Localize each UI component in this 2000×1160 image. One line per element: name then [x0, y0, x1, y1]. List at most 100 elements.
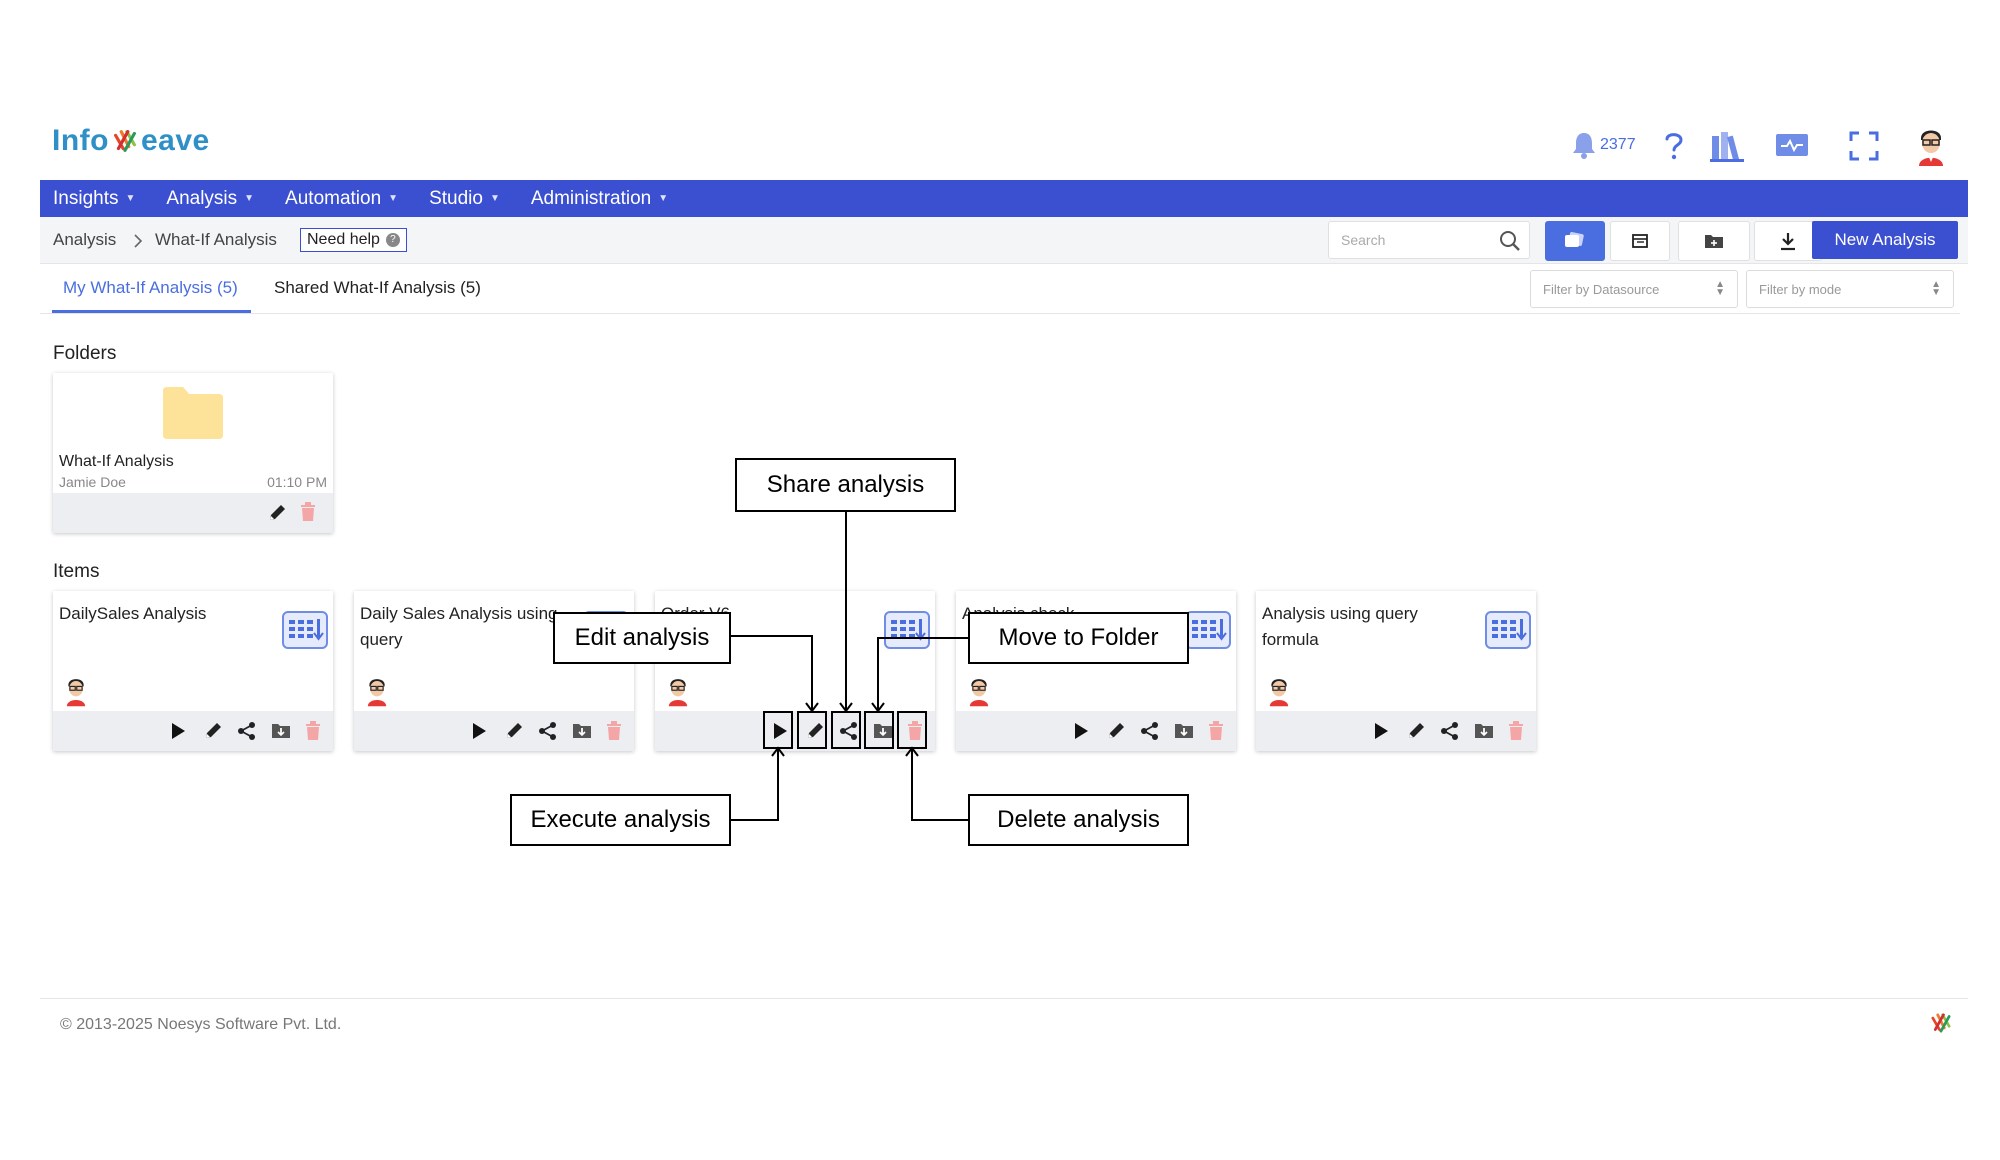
library-icon[interactable]: [1710, 130, 1744, 162]
folder-card-footer: [53, 493, 333, 533]
share-icon[interactable]: [1140, 721, 1160, 746]
tab-my-what-if-analysis[interactable]: My What-If Analysis (5): [63, 278, 238, 297]
delete-trash-icon[interactable]: [1207, 721, 1225, 746]
notification-bell-icon[interactable]: [1570, 130, 1598, 160]
analysis-title: Analysis using query formula: [1262, 604, 1418, 649]
user-avatar[interactable]: [1914, 126, 1948, 166]
move-to-folder-icon[interactable]: [1174, 722, 1194, 745]
delete-trash-icon[interactable]: [1507, 721, 1525, 746]
analysis-card[interactable]: Analysis using query formula: [1256, 591, 1536, 751]
edit-pencil-icon[interactable]: [1406, 721, 1426, 746]
folder-time: 01:10 PM: [267, 474, 327, 490]
analysis-card-footer: [655, 711, 935, 751]
sort-arrows-icon: ▲▼: [1931, 279, 1941, 298]
menu-automation-label: Automation: [285, 187, 382, 209]
share-icon[interactable]: [538, 721, 558, 746]
execute-play-icon[interactable]: [771, 721, 789, 746]
filter-datasource-placeholder: Filter by Datasource: [1543, 281, 1660, 297]
logo-text-right: eave: [140, 124, 210, 157]
need-help-label: Need help: [307, 231, 380, 248]
annotation-delete-analysis: Delete analysis: [968, 794, 1189, 846]
folder-icon: [163, 387, 223, 439]
share-icon[interactable]: [1440, 721, 1460, 746]
filter-mode-placeholder: Filter by mode: [1759, 281, 1842, 297]
breadcrumb-root[interactable]: Analysis: [53, 230, 117, 249]
edit-pencil-icon[interactable]: [1106, 721, 1126, 746]
search-input[interactable]: [1329, 222, 1493, 258]
search-box: [1328, 221, 1530, 259]
notification-count[interactable]: 2377: [1600, 136, 1636, 153]
move-to-folder-icon[interactable]: [271, 722, 291, 745]
delete-trash-icon[interactable]: [906, 721, 924, 746]
menu-automation[interactable]: Automation ▼: [285, 188, 398, 210]
folders-heading: Folders: [53, 343, 117, 364]
analysis-card[interactable]: DailySales Analysis: [53, 591, 333, 751]
logo-text-left: Info: [52, 124, 109, 157]
analysis-type-grid-icon: [282, 611, 328, 654]
fullscreen-icon[interactable]: [1848, 130, 1880, 162]
help-circle-icon: ?: [385, 233, 400, 247]
edit-pencil-icon[interactable]: [203, 721, 223, 746]
monitor-icon[interactable]: [1774, 130, 1810, 162]
highlight-execute: [763, 711, 793, 749]
list-view-button[interactable]: [1610, 221, 1670, 261]
menu-administration-label: Administration: [530, 187, 652, 209]
highlight-edit: [797, 711, 827, 749]
chevron-down-icon: ▼: [489, 193, 500, 204]
highlight-share: [831, 711, 861, 749]
folder-name: What-If Analysis: [59, 453, 174, 470]
edit-pencil-icon[interactable]: [267, 503, 287, 523]
app-logo[interactable]: Info eave: [52, 124, 210, 158]
footer-divider: [40, 998, 1968, 999]
move-to-folder-icon[interactable]: [1474, 722, 1494, 745]
edit-pencil-icon[interactable]: [504, 721, 524, 746]
folder-card[interactable]: What-If Analysis Jamie Doe 01:10 PM: [53, 373, 333, 533]
breadcrumb-current: What-If Analysis: [155, 230, 277, 249]
owner-avatar: [364, 675, 390, 712]
card-view-button[interactable]: [1545, 221, 1605, 261]
need-help-button[interactable]: Need help ?: [300, 228, 407, 252]
new-folder-button[interactable]: [1678, 221, 1750, 261]
filter-by-datasource-select[interactable]: Filter by Datasource ▲▼: [1530, 270, 1738, 308]
main-menu-bar: Insights▼ Analysis▼ Automation▼ Studio▼ …: [40, 180, 1968, 217]
menu-analysis[interactable]: Analysis▼: [166, 188, 254, 210]
new-analysis-button[interactable]: New Analysis: [1812, 221, 1958, 259]
edit-pencil-icon[interactable]: [805, 721, 825, 746]
analysis-type-grid-icon: [1485, 611, 1531, 654]
delete-trash-icon[interactable]: [304, 721, 322, 746]
filter-by-mode-select[interactable]: Filter by mode ▲▼: [1746, 270, 1954, 308]
move-to-folder-icon[interactable]: [572, 722, 592, 745]
analysis-title: DailySales Analysis: [59, 604, 207, 623]
owner-avatar: [966, 675, 992, 712]
menu-insights[interactable]: Insights▼: [53, 188, 135, 210]
delete-trash-icon[interactable]: [299, 502, 317, 522]
analysis-card-footer: [53, 711, 333, 751]
tab-shared-what-if-analysis[interactable]: Shared What-If Analysis (5): [274, 278, 481, 297]
menu-studio[interactable]: Studio▼: [429, 188, 500, 210]
search-icon[interactable]: [1499, 230, 1521, 252]
menu-administration[interactable]: Administration▼: [531, 188, 668, 210]
execute-play-icon[interactable]: [1072, 721, 1090, 746]
folder-owner: Jamie Doe: [59, 474, 126, 490]
help-icon[interactable]: [1662, 130, 1686, 162]
execute-play-icon[interactable]: [470, 721, 488, 746]
cards-icon: [1565, 232, 1584, 247]
move-to-folder-icon[interactable]: [873, 722, 893, 745]
sort-arrows-icon: ▲▼: [1715, 279, 1725, 298]
share-icon[interactable]: [237, 721, 257, 746]
chevron-down-icon: ▼: [244, 193, 255, 204]
execute-play-icon[interactable]: [1372, 721, 1390, 746]
download-button[interactable]: [1754, 221, 1822, 261]
tab-divider: [40, 313, 1960, 314]
analysis-card[interactable]: Order V6: [655, 591, 935, 751]
analysis-card-footer: [1256, 711, 1536, 751]
analysis-card-footer: [354, 711, 634, 751]
delete-trash-icon[interactable]: [605, 721, 623, 746]
analysis-title: Daily Sales Analysis using query: [360, 604, 558, 649]
execute-play-icon[interactable]: [169, 721, 187, 746]
chevron-down-icon: ▼: [388, 193, 399, 204]
owner-avatar: [63, 675, 89, 712]
share-icon[interactable]: [839, 721, 859, 746]
annotation-edit-analysis: Edit analysis: [553, 612, 731, 664]
